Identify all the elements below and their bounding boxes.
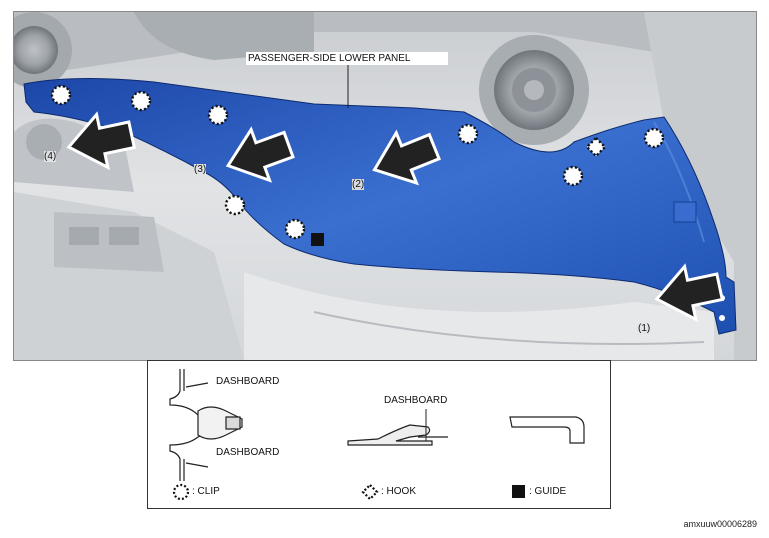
legend-hook-label: : HOOK: [381, 486, 417, 497]
arrow-icon-step-2: [372, 129, 442, 186]
step-label-3: (3): [194, 164, 207, 175]
clip-icon: [130, 90, 152, 112]
hook-icon: [361, 483, 379, 501]
clip-icon: [457, 123, 479, 145]
step-label-4: (4): [44, 151, 57, 162]
legend-dashboard-bottom: DASHBOARD: [216, 447, 280, 458]
guide-icon: [512, 485, 525, 498]
clip-icon: [224, 194, 246, 216]
dashboard-illustration: [14, 12, 756, 360]
legend-dashboard-hook: DASHBOARD: [384, 395, 448, 406]
step-label-2: (2): [352, 179, 365, 190]
legend-box: DASHBOARD DASHBOARD DASHBOARD : CLIP : H…: [147, 360, 611, 509]
arrow-icon-step-4: [66, 111, 137, 171]
passenger-side-lower-panel: [23, 77, 737, 335]
clip-icon: [284, 218, 306, 240]
hook-icon: [585, 136, 607, 158]
clip-icon: [562, 165, 584, 187]
legend-guide-label: : GUIDE: [529, 486, 567, 497]
clip-icon: [50, 84, 72, 106]
arrow-icon-step-3: [225, 126, 295, 183]
legend-dashboard-top: DASHBOARD: [216, 376, 280, 387]
legend-drawings: [169, 369, 585, 501]
arrow-icon-step-1: [654, 263, 725, 323]
clip-icon: [643, 127, 665, 149]
clip-icon: [207, 104, 229, 126]
clip-icon: [172, 483, 190, 501]
guide-icon: [311, 233, 324, 246]
illustration-frame: PASSENGER-SIDE LOWER PANEL (4) (3) (2) (…: [13, 11, 757, 361]
figure-code: amxuuw00006289: [683, 519, 757, 529]
step-label-1: (1): [638, 323, 651, 334]
legend-clip-label: : CLIP: [192, 486, 220, 497]
panel-title-label: PASSENGER-SIDE LOWER PANEL: [248, 53, 411, 64]
